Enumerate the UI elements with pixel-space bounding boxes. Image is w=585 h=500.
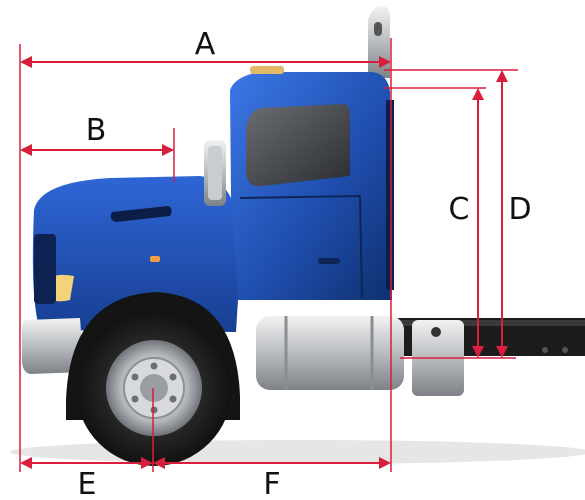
fuel-tank [256,316,404,390]
label-e: E [78,467,97,500]
label-a: A [195,27,216,62]
label-f: F [263,467,280,500]
dimension-e [20,457,153,469]
grille [34,234,56,304]
cab-window [246,104,350,187]
label-c: C [449,192,470,227]
dimension-d [496,70,508,358]
dimension-a [20,56,391,68]
hood [32,176,238,332]
dimension-b [20,144,174,156]
ground-shadow [10,440,585,464]
truck-illustration [22,6,585,466]
hood-vent [110,206,172,222]
dimension-f [153,457,391,469]
dimension-c [472,88,484,358]
front-wheel [76,310,232,466]
label-d: D [508,192,531,227]
dimension-labels: A B C D E F [78,27,532,500]
door-handle [318,258,340,264]
label-b: B [86,113,107,148]
front-bumper [22,318,84,374]
dimension-lines [19,38,518,472]
